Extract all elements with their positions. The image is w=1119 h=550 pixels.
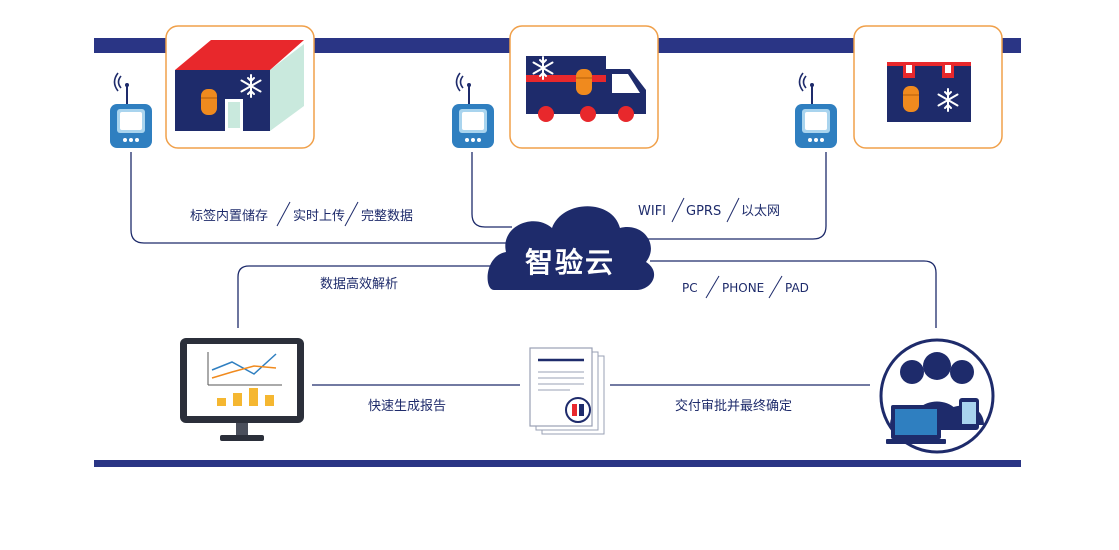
- svg-text:完整数据: 完整数据: [361, 209, 413, 224]
- svg-text:标签内置储存: 标签内置储存: [190, 208, 268, 224]
- approval-label: 交付审批并最终确定: [675, 398, 792, 414]
- temperature-logger-icon: [794, 72, 838, 149]
- cloud-icon: [487, 206, 655, 290]
- svg-text:GPRS: GPRS: [686, 204, 721, 219]
- svg-text:WIFI: WIFI: [638, 204, 666, 219]
- network-labels: WIFI GPRS 以太网: [638, 197, 780, 223]
- svg-text:PC: PC: [682, 281, 698, 295]
- svg-text:PAD: PAD: [785, 281, 809, 295]
- refrigerated-truck-icon: [509, 25, 659, 149]
- svg-text:PHONE: PHONE: [722, 281, 764, 295]
- temperature-logger-icon: [109, 72, 153, 149]
- cold-box-icon: [853, 25, 1003, 149]
- users-devices-icon: [879, 338, 995, 454]
- report-document-icon: [529, 347, 605, 435]
- device-labels: PC PHONE PAD: [682, 275, 809, 299]
- svg-text:以太网: 以太网: [741, 204, 780, 219]
- bottom-band: [94, 460, 1021, 467]
- cold-room-icon: [165, 25, 315, 149]
- report-label: 快速生成报告: [368, 399, 446, 414]
- storage-labels: 标签内置储存 实时上传 完整数据: [190, 201, 413, 227]
- cloud-label: 智验云: [525, 246, 615, 279]
- temperature-logger-icon: [451, 72, 495, 149]
- connector-lines: [130, 152, 937, 386]
- svg-text:实时上传: 实时上传: [293, 209, 345, 224]
- monitor-chart-icon: [180, 338, 304, 441]
- analysis-label: 数据高效解析: [320, 276, 398, 292]
